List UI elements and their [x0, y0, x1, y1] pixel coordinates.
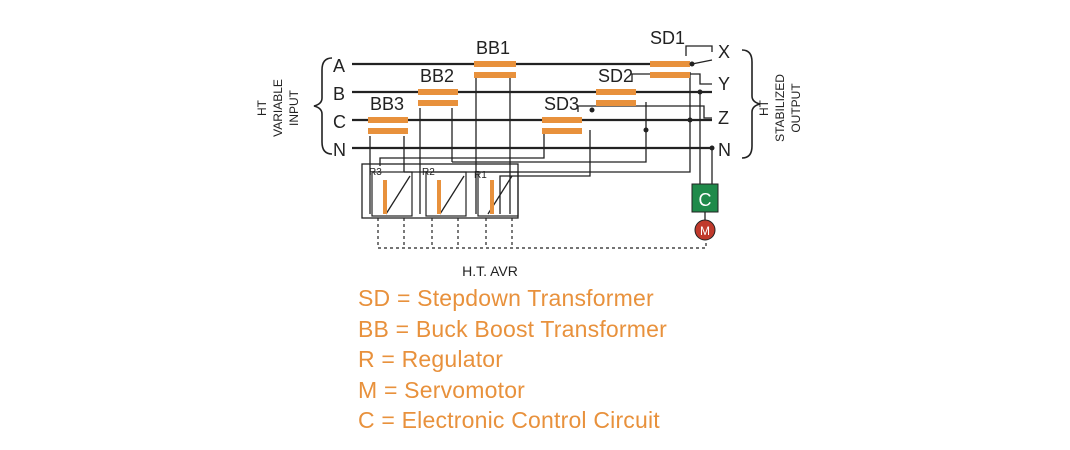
coil-bb2-bottom — [418, 100, 458, 106]
label-bb2: BB2 — [420, 66, 454, 86]
phase-label-a: A — [333, 56, 345, 76]
regulator-coil-r1 — [490, 180, 494, 214]
coil-sd3-top — [542, 117, 582, 123]
avr-circuit-diagram: HT VARIABLE INPUT HT STABILIZED OUTPUT A… — [255, 28, 803, 279]
regulator-label-r1: R1 — [474, 170, 487, 181]
input-side-label: HT VARIABLE INPUT — [255, 79, 301, 137]
label-sd1: SD1 — [650, 28, 685, 48]
regulator-units: R3 R2 R1 — [369, 167, 519, 217]
coil-bb2-top — [418, 89, 458, 95]
phase-label-n-in: N — [333, 140, 346, 160]
bus-lines — [352, 62, 712, 150]
coil-bb3-bottom — [368, 128, 408, 134]
coil-bb1-bottom — [474, 72, 516, 78]
regulator-r1 — [477, 171, 519, 217]
regulator-coil-r2 — [437, 180, 441, 214]
coil-bb3-top — [368, 117, 408, 123]
servo-linkage — [377, 218, 707, 249]
legend-item-c: C = Electronic Control Circuit — [358, 407, 660, 433]
coil-sd1-bottom — [650, 72, 690, 78]
servomotor — [694, 219, 716, 241]
coil-sd2-top — [596, 89, 636, 95]
coil-sd3-bottom — [542, 128, 582, 134]
legend: SD = Stepdown Transformer BB = Buck Boos… — [358, 283, 667, 436]
label-bb3: BB3 — [370, 94, 404, 114]
input-label-line-1: HT — [255, 99, 269, 116]
output-label-line-1: HT — [757, 99, 771, 116]
output-side-label: HT STABILIZED OUTPUT — [757, 74, 803, 142]
label-sd3: SD3 — [544, 94, 579, 114]
coil-sd2-bottom — [596, 100, 636, 106]
legend-item-sd: SD = Stepdown Transformer — [358, 285, 654, 311]
control-circuit-label: C — [699, 190, 712, 210]
regulator-r2 — [425, 171, 467, 217]
phase-label-c: C — [333, 112, 346, 132]
phase-label-y: Y — [718, 74, 730, 94]
phase-label-n-out: N — [718, 140, 731, 160]
input-label-line-2: VARIABLE — [271, 79, 285, 137]
regulator-r3 — [371, 171, 413, 217]
regulator-label-r3: R3 — [369, 167, 382, 178]
output-label-line-3: OUTPUT — [789, 83, 803, 133]
phase-label-z: Z — [718, 108, 729, 128]
regulator-label-r2: R2 — [422, 167, 435, 178]
diagram-caption: H.T. AVR — [462, 263, 518, 279]
regulator-coil-r3 — [383, 180, 387, 214]
stepdown-coils — [542, 61, 690, 134]
input-brace — [313, 57, 333, 155]
junction-dots — [589, 61, 715, 151]
servomotor-label: M — [700, 224, 710, 238]
input-label-line-3: INPUT — [287, 89, 301, 126]
phase-label-b: B — [333, 84, 345, 104]
legend-item-r: R = Regulator — [358, 346, 504, 372]
output-brace — [741, 49, 761, 159]
output-label-line-2: STABILIZED — [773, 74, 787, 142]
legend-item-bb: BB = Buck Boost Transformer — [358, 315, 667, 342]
legend-item-m: M = Servomotor — [358, 376, 526, 403]
control-circuit-box — [691, 183, 719, 213]
phase-label-x: X — [718, 42, 730, 62]
coil-bb1-top — [474, 61, 516, 67]
wiring — [361, 45, 713, 219]
buck-boost-coils — [368, 61, 516, 134]
label-sd2: SD2 — [598, 66, 633, 86]
coil-sd1-top — [650, 61, 690, 67]
label-bb1: BB1 — [476, 38, 510, 58]
